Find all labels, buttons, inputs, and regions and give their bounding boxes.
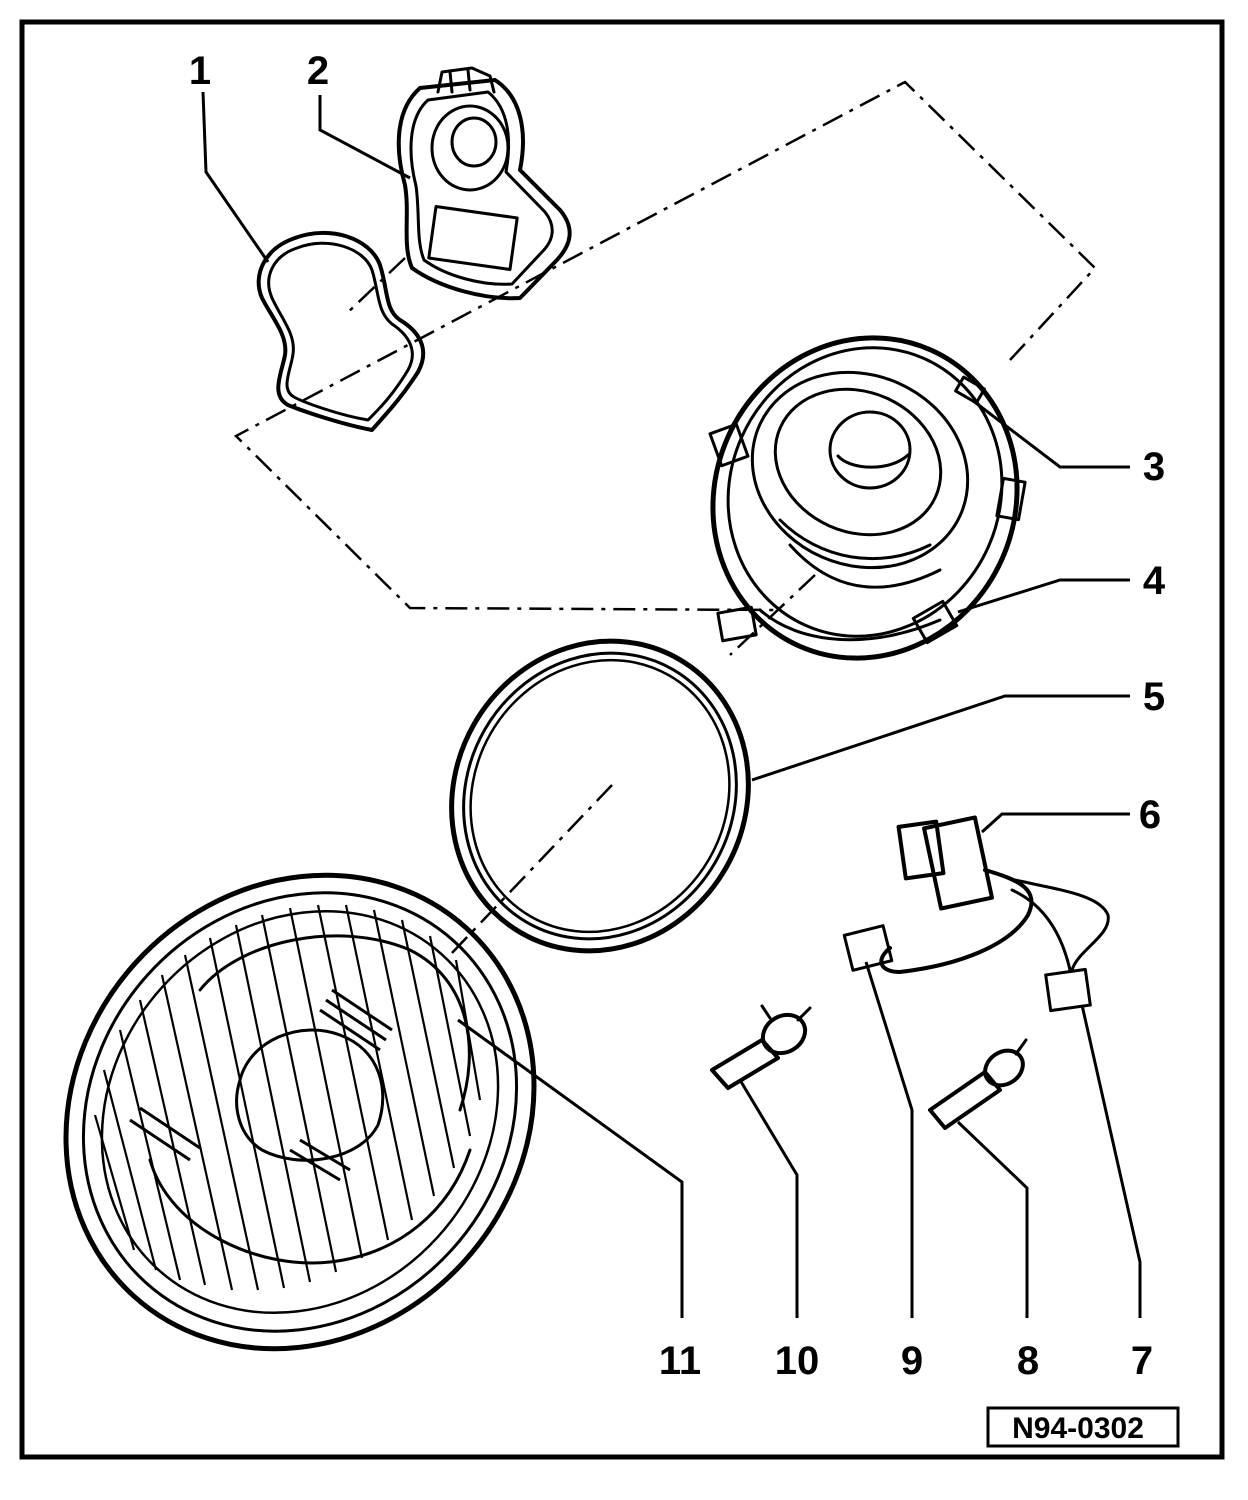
part-8-bulb <box>928 1038 1028 1130</box>
leader-line-5 <box>751 694 1130 782</box>
part-6-7-9-wiring-harness <box>842 815 1110 1013</box>
callout-4: 4 <box>1143 559 1166 603</box>
callout-11: 11 <box>659 1339 701 1383</box>
callout-1: 1 <box>189 49 211 93</box>
leader-line-8 <box>956 1120 1029 1318</box>
leader-line-4 <box>957 578 1130 614</box>
part-11-headlight-lens <box>63 872 537 1352</box>
callout-2: 2 <box>307 49 329 93</box>
assembly-boundary-dashed <box>233 80 1097 612</box>
leader-line-2 <box>318 95 411 180</box>
callout-3: 3 <box>1143 445 1165 489</box>
diagram-frame <box>19 19 1225 1460</box>
axis-line-housing <box>729 574 816 656</box>
leader-line-11 <box>457 1018 684 1318</box>
part-10-bulb <box>710 1004 812 1090</box>
axis-line-lens <box>449 784 613 956</box>
axis-line-cover <box>344 257 406 316</box>
leader-lines <box>201 91 1142 1318</box>
part-1-cover-gasket <box>256 230 426 432</box>
leader-line-10 <box>738 1079 799 1318</box>
leader-line-6 <box>980 812 1130 834</box>
callout-5: 5 <box>1143 675 1165 719</box>
part-2-rear-cover <box>396 66 572 301</box>
callout-10: 10 <box>775 1339 820 1383</box>
leader-line-7 <box>1080 1004 1142 1318</box>
part-3-4-headlight-housing <box>708 335 1027 661</box>
callout-8: 8 <box>1017 1339 1039 1383</box>
reference-code-box: N94-0302 <box>986 1406 1180 1448</box>
reference-code: N94-0302 <box>1012 1412 1144 1445</box>
leader-line-3 <box>971 398 1130 469</box>
callout-9: 9 <box>901 1339 923 1383</box>
leader-line-1 <box>201 91 270 263</box>
lens-flute-lines <box>93 904 482 1291</box>
callout-6: 6 <box>1139 793 1161 837</box>
leader-line-9 <box>864 961 914 1318</box>
callout-7: 7 <box>1131 1339 1153 1383</box>
part-5-lens-seal <box>449 638 751 954</box>
